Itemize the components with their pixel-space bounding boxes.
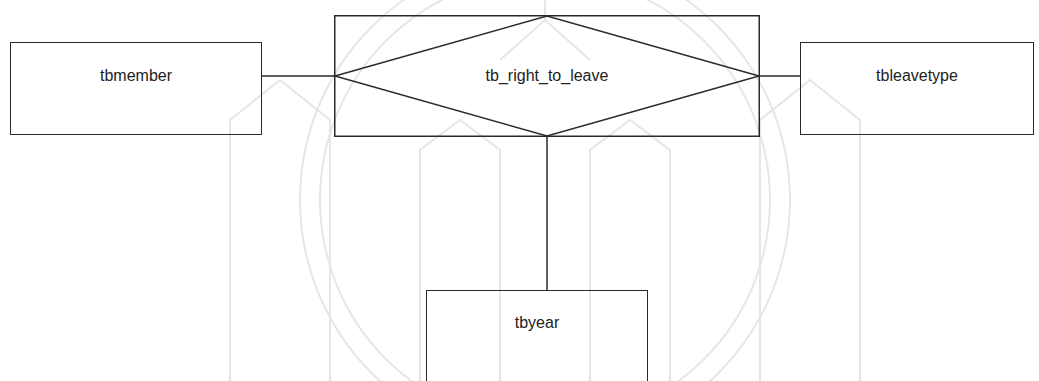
relationship-line	[546, 137, 548, 290]
entity-box: tbleavetype	[800, 42, 1034, 135]
entity-name: tbyear	[515, 314, 559, 333]
entity-name: tbleavetype	[876, 66, 958, 85]
relationship-line	[760, 75, 800, 77]
relationship-line	[262, 75, 334, 77]
entity-name: tbmember	[100, 66, 172, 85]
entity-name: tb_right_to_leave	[486, 66, 609, 85]
entity-box: tbmember	[10, 42, 262, 135]
associative-entity: tb_right_to_leave	[334, 15, 760, 137]
entity-box: tbyear	[426, 290, 648, 381]
